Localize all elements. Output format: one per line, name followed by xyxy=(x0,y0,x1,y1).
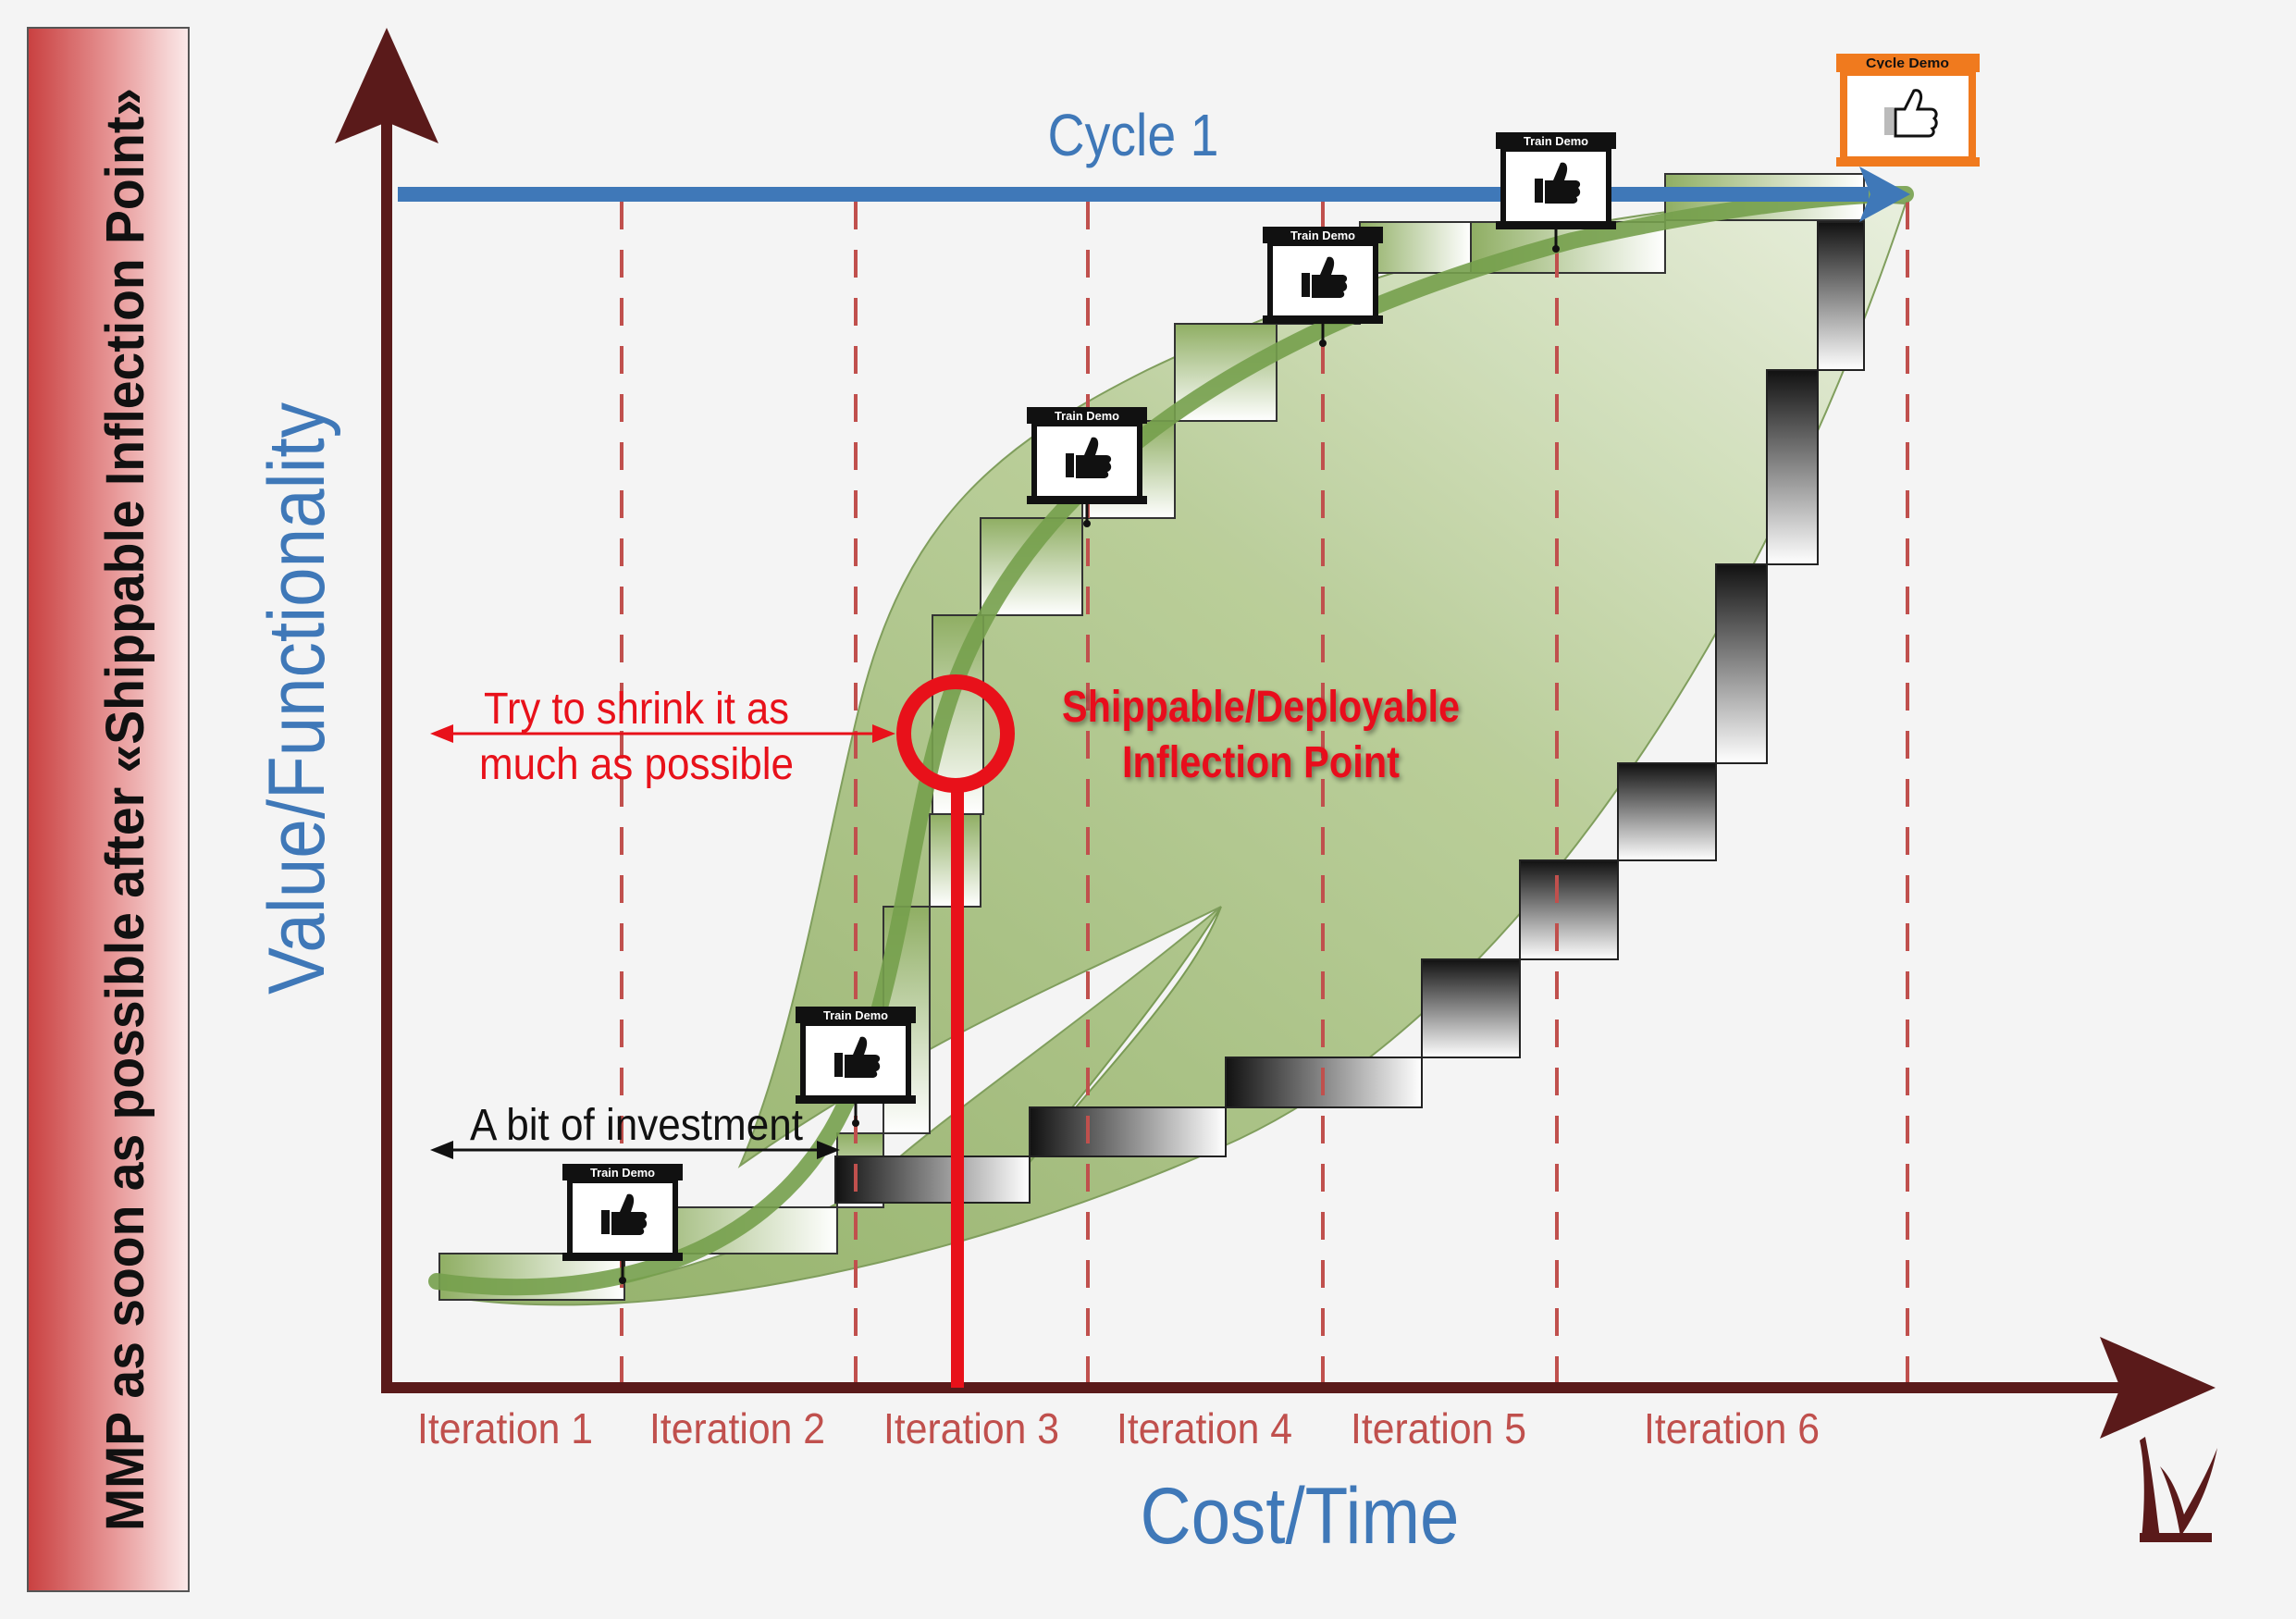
y-axis-arrowhead xyxy=(335,28,438,143)
cost-step-7 xyxy=(1715,563,1768,764)
side-banner: MMP as soon as possible after «Shippable… xyxy=(27,27,190,1592)
investment-arrow-right xyxy=(817,1141,840,1159)
train-demo-pin xyxy=(1083,520,1091,527)
train-demo-base xyxy=(562,1253,683,1261)
train-demo-board-4: Train Demo xyxy=(1263,227,1383,347)
inflection-label: Shippable/Deployable Inflection Point xyxy=(1062,683,1460,787)
cycle-demo-header xyxy=(1836,54,1980,72)
iteration-label-4: Iteration 4 xyxy=(1117,1404,1292,1452)
train-demo-label: Train Demo xyxy=(1524,134,1588,148)
cycle-label: Cycle 1 xyxy=(1048,102,1219,168)
train-demo-label: Train Demo xyxy=(590,1166,655,1180)
cost-step-4 xyxy=(1421,958,1521,1058)
cycle-arrow-head xyxy=(1859,167,1910,222)
cost-step-2 xyxy=(1029,1106,1227,1157)
cost-step-5 xyxy=(1519,859,1619,960)
train-demo-board-5: Train Demo xyxy=(1496,132,1616,253)
inflection-label-line2: Inflection Point xyxy=(1122,738,1400,787)
iteration-separators xyxy=(620,202,1909,1383)
inflection-circle xyxy=(896,674,1015,793)
train-demo-label: Train Demo xyxy=(1290,229,1355,242)
side-banner-text: MMP as soon as possible after «Shippable… xyxy=(95,88,155,1531)
train-demo-base xyxy=(1027,496,1147,504)
cycle-arrow: Cycle 1 xyxy=(398,102,1910,222)
train-demo-base xyxy=(796,1095,916,1104)
train-demo-base xyxy=(1496,221,1616,229)
cycle-demo-label: Cycle Demo xyxy=(1866,56,1949,71)
train-demo-screen xyxy=(1267,241,1378,322)
x-axis-arrowhead xyxy=(2100,1337,2216,1439)
side-banner-background xyxy=(27,27,190,1592)
shrink-arrow-left xyxy=(430,724,453,743)
train-demo-pin xyxy=(1319,340,1327,347)
train-demo-label: Train Demo xyxy=(823,1008,888,1022)
thumbs-up-icon xyxy=(1066,437,1112,478)
thumbs-up-icon xyxy=(1302,256,1348,298)
thumbs-up-icon xyxy=(601,1193,648,1235)
shrink-text-line2: much as possible xyxy=(479,740,794,789)
train-demo-header xyxy=(1496,132,1616,149)
train-demo-header xyxy=(1263,227,1383,243)
train-demo-header xyxy=(1027,407,1147,424)
thumbs-up-icon xyxy=(834,1036,881,1078)
logo-icon xyxy=(2140,1437,2217,1542)
cost-step-8 xyxy=(1766,369,1819,565)
train-demo-board-1: Train Demo xyxy=(562,1164,683,1284)
investment-arrow-left xyxy=(430,1141,453,1159)
thumbs-up-icon xyxy=(1884,89,1938,138)
train-demo-pin xyxy=(852,1119,859,1127)
train-demo-header xyxy=(562,1164,683,1180)
x-axis-label: Cost/Time xyxy=(1141,1472,1460,1561)
investment-annotation: A bit of investment xyxy=(430,1101,840,1159)
axes xyxy=(335,28,2216,1439)
investment-text: A bit of investment xyxy=(470,1101,803,1150)
cost-steps xyxy=(834,221,1865,1204)
cost-step-1 xyxy=(834,1156,1031,1204)
cost-step-6 xyxy=(1617,762,1717,861)
train-demo-board-2: Train Demo xyxy=(796,1007,916,1127)
inflection-marker xyxy=(896,674,1015,1388)
train-demo-pin xyxy=(1552,245,1560,253)
s-curve xyxy=(428,186,1914,1296)
train-demo-base xyxy=(1263,315,1383,324)
shrink-annotation: Try to shrink it as much as possible xyxy=(430,685,895,789)
cost-step-9 xyxy=(1817,221,1865,371)
shrink-arrow-right xyxy=(872,724,895,743)
cycle-demo-base xyxy=(1836,157,1980,167)
y-axis-label: Value/Functionality xyxy=(253,402,341,995)
iteration-label-1: Iteration 1 xyxy=(417,1404,593,1452)
iteration-label-3: Iteration 3 xyxy=(883,1404,1059,1452)
iteration-label-5: Iteration 5 xyxy=(1351,1404,1526,1452)
train-demo-board-3: Train Demo xyxy=(1027,407,1147,527)
leaf-notch xyxy=(1026,906,1222,1167)
thumbs-up-icon xyxy=(1535,162,1581,204)
inflection-label-line1: Shippable/Deployable xyxy=(1062,683,1460,732)
iteration-labels: Iteration 1 Iteration 2 Iteration 3 Iterati… xyxy=(417,1404,1820,1452)
iteration-label-6: Iteration 6 xyxy=(1644,1404,1820,1452)
train-demo-pin xyxy=(619,1277,626,1284)
cycle-demo-board: Cycle Demo xyxy=(1836,54,1980,167)
train-demo-label: Train Demo xyxy=(1055,409,1119,423)
iteration-label-2: Iteration 2 xyxy=(649,1404,825,1452)
shrink-text-line1: Try to shrink it as xyxy=(484,685,789,734)
train-demo-header xyxy=(796,1007,916,1023)
